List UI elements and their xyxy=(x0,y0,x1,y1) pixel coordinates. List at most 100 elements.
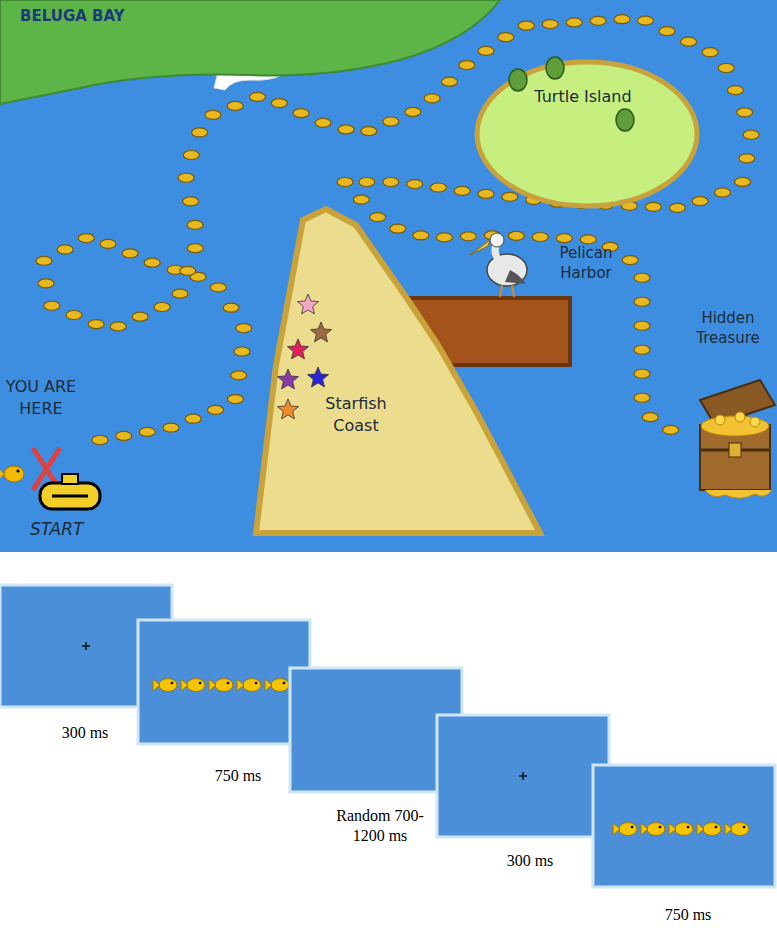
coin xyxy=(185,414,201,423)
fish xyxy=(675,823,693,836)
coin xyxy=(293,109,309,118)
coin xyxy=(634,393,650,402)
fish xyxy=(703,823,721,836)
coin xyxy=(163,423,179,432)
coin xyxy=(172,289,188,298)
fish-tail xyxy=(669,823,676,835)
coin xyxy=(508,231,524,240)
coin xyxy=(271,99,287,108)
coin xyxy=(498,33,514,42)
coin xyxy=(681,37,697,46)
coin xyxy=(737,108,753,117)
coin xyxy=(718,63,734,72)
coin xyxy=(459,61,475,70)
coin xyxy=(663,425,679,434)
fish-tail xyxy=(641,823,648,835)
starfish xyxy=(288,339,309,359)
fish-tail xyxy=(237,679,244,691)
starfish xyxy=(308,367,329,387)
coin xyxy=(132,312,148,321)
coin xyxy=(44,301,60,310)
shape xyxy=(248,205,548,540)
trial-screen: 750 ms xyxy=(593,765,775,887)
coin xyxy=(187,244,203,253)
player-fish xyxy=(0,466,24,482)
coin xyxy=(634,297,650,306)
fish xyxy=(187,679,205,692)
coin xyxy=(502,192,518,201)
duration-label: 750 ms xyxy=(643,905,733,925)
coin xyxy=(183,150,199,159)
fish xyxy=(731,823,749,836)
coin xyxy=(183,197,199,206)
fish xyxy=(271,679,289,692)
fish-eye xyxy=(171,682,174,685)
fish-eye xyxy=(687,826,690,829)
coin xyxy=(634,321,650,330)
coin xyxy=(556,234,572,243)
fish-tail xyxy=(265,679,272,691)
coin xyxy=(634,273,650,282)
trial-screen: 300 ms xyxy=(437,715,609,837)
fish xyxy=(159,679,177,692)
coin xyxy=(210,283,226,292)
coin xyxy=(383,117,399,126)
duration-label: 300 ms xyxy=(485,851,575,871)
starfish xyxy=(298,294,319,314)
bay-region: BELUGA BAY xyxy=(0,0,500,105)
coin xyxy=(622,256,638,265)
coin xyxy=(187,220,203,229)
coin xyxy=(227,395,243,404)
coin xyxy=(154,303,170,312)
coin xyxy=(407,180,423,189)
coin xyxy=(236,324,252,333)
coin xyxy=(430,183,446,192)
coin xyxy=(57,245,73,254)
fish-eye xyxy=(227,682,230,685)
coin xyxy=(735,177,751,186)
coin xyxy=(92,436,108,445)
duration-label: 300 ms xyxy=(40,723,130,743)
fish-eye xyxy=(743,826,746,829)
coin xyxy=(144,258,160,267)
fish-tail xyxy=(725,823,732,835)
shape xyxy=(473,58,701,210)
coin xyxy=(383,178,399,187)
fish-eye xyxy=(659,826,662,829)
shape xyxy=(593,765,775,887)
coin xyxy=(739,154,755,163)
shape xyxy=(437,715,609,837)
fish-eye xyxy=(715,826,718,829)
starfish xyxy=(311,322,332,342)
coin xyxy=(642,413,658,422)
trial-screen: 750 ms xyxy=(138,620,310,744)
coin xyxy=(637,16,653,25)
place-label: Pelican Harbor xyxy=(546,243,626,284)
coin xyxy=(478,189,494,198)
coin xyxy=(234,347,250,356)
coin xyxy=(88,320,104,329)
coin xyxy=(38,279,54,288)
coin xyxy=(645,202,661,211)
coin xyxy=(205,110,221,119)
region-label: BELUGA BAY xyxy=(20,6,125,26)
coin xyxy=(227,101,243,110)
shape xyxy=(138,620,310,744)
coin xyxy=(180,266,196,275)
coin xyxy=(542,20,558,29)
fish xyxy=(243,679,261,692)
coin xyxy=(424,94,440,103)
coin xyxy=(249,92,265,101)
coin xyxy=(116,431,132,440)
fish-eye xyxy=(255,682,258,685)
region-label: Starfish Coast xyxy=(306,393,406,436)
fish-eye xyxy=(199,682,202,685)
location-label: YOU ARE HERE xyxy=(0,376,82,419)
coin xyxy=(669,203,685,212)
coin xyxy=(441,77,457,86)
starfish xyxy=(278,399,299,419)
coin xyxy=(178,173,194,182)
duration-label: 750 ms xyxy=(193,766,283,786)
fixation-cross xyxy=(522,772,524,780)
coin xyxy=(139,427,155,436)
